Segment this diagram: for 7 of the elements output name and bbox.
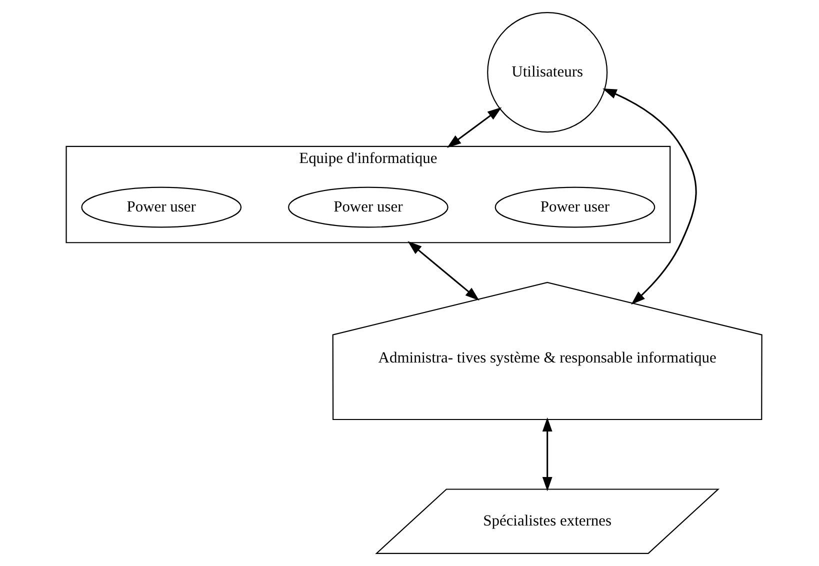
node-ellipse: Power user: [81, 186, 242, 228]
node-ellipse: Power user: [288, 186, 448, 228]
node-ellipse: Power user: [494, 186, 656, 228]
arrow: [542, 417, 552, 492]
arrow: [446, 107, 502, 148]
arrow: [408, 241, 480, 301]
arrow: [602, 88, 697, 305]
